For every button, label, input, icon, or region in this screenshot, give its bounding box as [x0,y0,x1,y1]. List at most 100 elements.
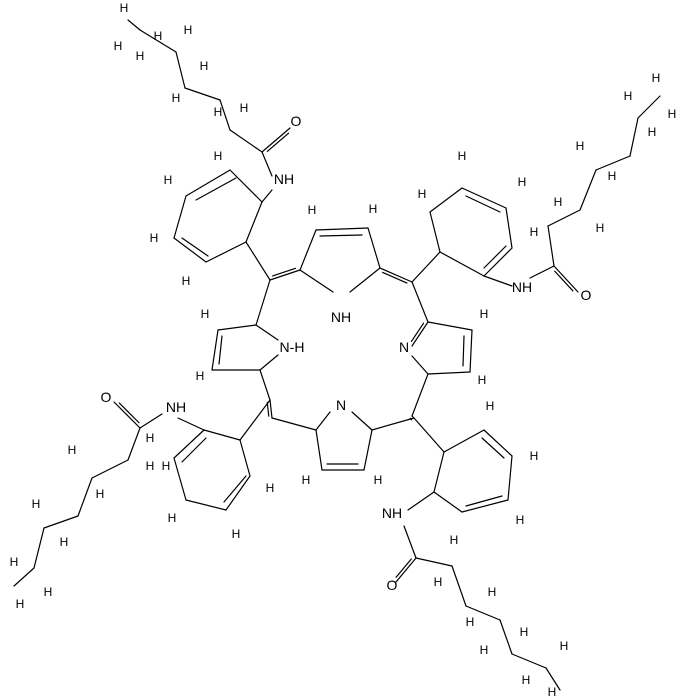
amide-bond [139,413,163,429]
alkyl-chain-bond [184,87,221,101]
hydrogen-label: H [16,597,25,611]
pyrrole-left-bond [217,324,257,331]
hydrogen-label: H [554,195,563,209]
hydrogen-label: H [486,399,495,413]
alkyl-chain-bond [139,29,177,53]
nh-label-top: NH [331,309,351,325]
pyrrole-top-bond [299,229,317,271]
double-bond-line [382,271,408,284]
pyrrole-right-bond [462,335,465,367]
hydrogen-label: H [450,533,459,547]
alkyl-chain-bond [499,619,513,655]
phenyl-bond [223,475,247,503]
carbonyl-bond [261,127,291,153]
hydrogen-label: H [308,203,317,217]
hydrogen-label: H [520,625,529,639]
alkyl-chain-bond [595,155,631,171]
hydrogen-label: H [200,59,209,73]
hydrogen-label: H [374,473,383,487]
hydrogen-label: H [150,231,159,245]
alkyl-chain-bond [13,567,35,587]
nh-label-amide-tr: NH [512,279,532,295]
phenyl-bond [429,187,463,213]
hydrogen-label: H [154,29,163,43]
hydrogen-label: H [458,149,467,163]
hydrogen-label: H [68,443,77,457]
alkyl-chain-bond [127,427,141,461]
pyrrole-top-bond [319,234,363,237]
phenyl-bond [483,245,507,269]
hydrogen-label: H [369,202,378,216]
double-bond-line [118,402,140,424]
pyrrole-right-bond [411,321,429,347]
nh-label-amide-tl: NH [274,171,294,187]
bonds-layer [13,19,661,691]
pyrrole-right-bond [427,321,473,331]
pyrrole-left-bond [211,329,219,371]
amide-bond [261,189,273,203]
pyrrole-left-bond [259,354,279,371]
alkyl-chain-bond [547,209,581,227]
hydrogen-label: H [596,221,605,235]
phenyl-bond [181,237,209,257]
hydrogen-label: H [434,575,443,589]
hydrogen-label: H [240,101,249,115]
meso-bond-left-bottom [269,399,273,419]
phenyl-bond [185,499,227,511]
pyrrole-right-bond [469,329,473,373]
hydrogen-label: H [232,527,241,541]
amide-bond [407,491,435,511]
hydrogen-label: H [516,513,525,527]
double-bond-line [266,401,270,417]
double-bond-line [266,132,290,152]
double-bond-line [554,270,574,292]
alkyl-chain-bond [547,225,555,267]
hydrogen-label: H [478,373,487,387]
alkyl-chain-bond [415,557,453,567]
oxygen-label: O [101,389,112,405]
phenyl-bond [505,207,513,249]
hydrogen-label: H [548,685,557,698]
phenyl-bond [185,169,231,197]
phenyl-bond [433,451,445,493]
hydrogen-label: H [10,555,19,569]
hydrogen-label: H [201,307,210,321]
phenyl-bond [443,429,485,453]
amide-bond [483,275,513,287]
phenyl-bond [465,195,501,213]
phenyl-bond [507,455,513,501]
alkyl-chain-bond [511,653,547,669]
pyrrole-right-bond [427,371,471,375]
hydrogen-label: H [136,49,145,63]
phenyl-bond [173,429,205,459]
pyrrole-bottom-bond [351,411,373,431]
alkyl-chain-bond [629,117,639,157]
pyrrole-bottom-bond [371,417,415,431]
phenyl-bond [173,237,207,263]
hydrogen-label: H [668,107,677,121]
hydrogen-label: H [560,639,569,653]
pyrrole-left-bond [259,369,271,401]
pyrrole-bottom-bond [363,429,373,471]
alkyl-chain-bond [33,527,45,569]
alkyl-chain-bond [43,515,79,529]
amide-bond [261,151,273,177]
alkyl-chain-bond [545,667,561,691]
phenyl-bond [245,241,271,281]
hydrogen-label: H [146,431,155,445]
alkyl-chain-bond [91,459,129,479]
hydrogen-label: H [172,91,181,105]
pyrrole-left-bond [255,324,279,341]
alkyl-chain-bond [77,477,93,517]
hydrogen-label: H [146,459,155,473]
meso-bond-right-top [379,267,413,283]
hydrogen-label: H [652,71,661,85]
phenyl-bond [245,201,263,243]
hydrogen-label: H [522,673,531,687]
pyrrole-left-bond [255,279,271,326]
n-label-bottom: N [336,397,346,413]
pyrrole-top-bond [299,269,334,293]
hydrogen-label: H [120,1,129,15]
amide-bond [529,265,555,279]
